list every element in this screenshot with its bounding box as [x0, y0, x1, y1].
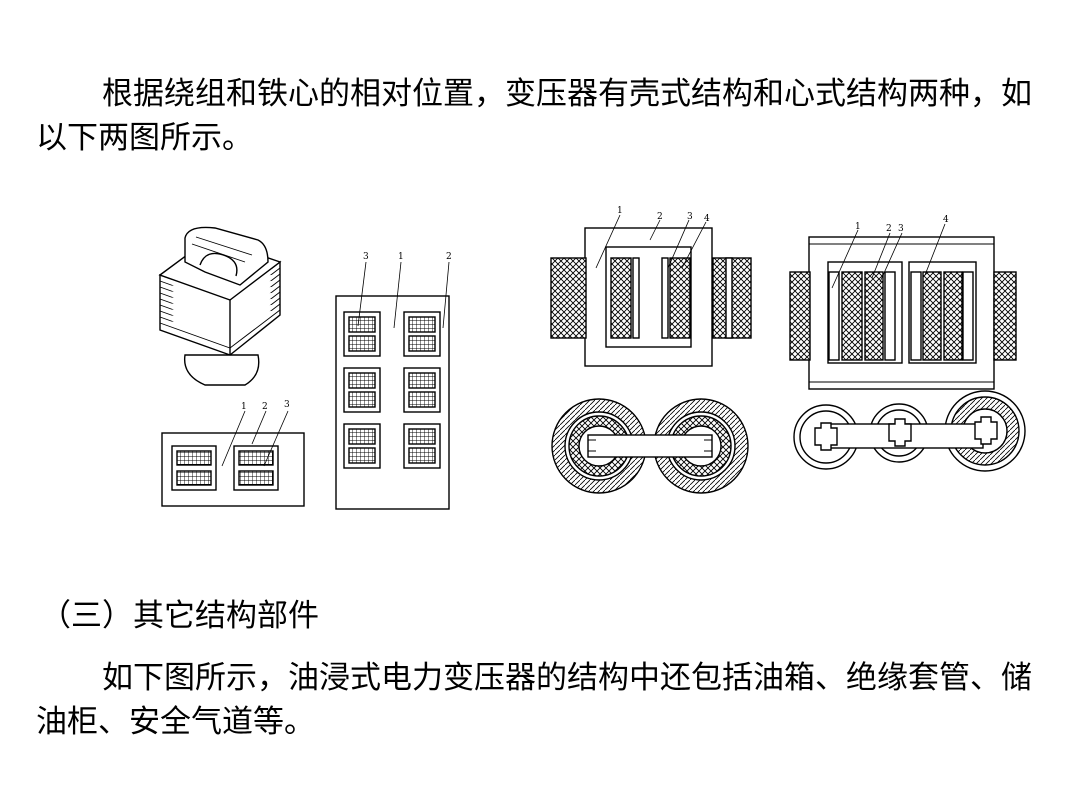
core-type-three-phase-front [789, 223, 1017, 390]
label-core-right-1: 1 [855, 222, 861, 232]
label-core-left-2: 2 [657, 212, 663, 222]
label-core-left-3: 3 [687, 212, 693, 222]
core-type-three-phase-plan [793, 390, 1026, 472]
label-shell-small-1: 1 [241, 402, 247, 412]
core-type-single-phase-front [550, 214, 752, 367]
label-core-right-2: 2 [886, 224, 892, 234]
label-shell-small-3: 3 [284, 400, 290, 410]
shell-type-cross-section-tall [335, 261, 450, 510]
label-shell-small-2: 2 [262, 402, 268, 412]
label-core-left-1: 1 [617, 206, 623, 216]
shell-type-3d-sketch [158, 226, 282, 386]
label-core-right-4: 4 [943, 215, 949, 225]
section-heading: （三）其它结构部件 [40, 598, 319, 634]
label-shell-tall-1: 1 [398, 252, 404, 262]
label-core-left-4: 4 [704, 214, 710, 224]
label-core-right-3: 3 [898, 224, 904, 234]
core-type-single-phase-plan [551, 398, 749, 494]
label-shell-tall-3: 3 [363, 252, 369, 262]
shell-type-cross-section-small [161, 410, 305, 507]
intro-paragraph: 根据绕组和铁心的相对位置，变压器有壳式结构和心式结构两种，如以下两图所示。 [36, 76, 1032, 156]
components-paragraph: 如下图所示，油浸式电力变压器的结构中还包括油箱、绝缘套管、储油柜、安全气道等。 [36, 660, 1032, 740]
label-shell-tall-2: 2 [446, 252, 452, 262]
